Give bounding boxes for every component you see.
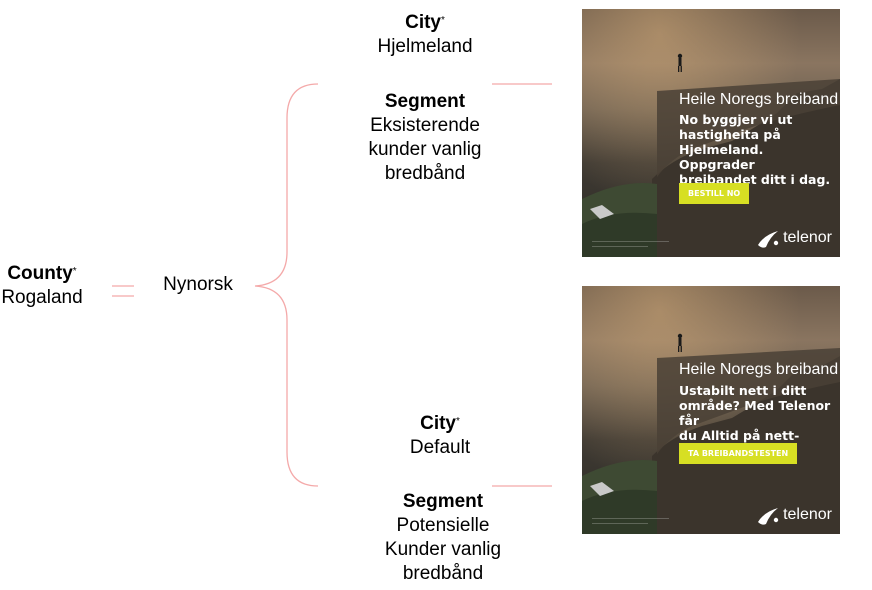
ad-banner-bottom[interactable]: Heile Noregs breiband Ustabilt nett i di… — [582, 286, 840, 534]
county-node: County* Rogaland — [0, 262, 84, 310]
language-value: Nynorsk — [163, 274, 233, 295]
ad-banner-top[interactable]: Heile Noregs breiband No byggjer vi ut h… — [582, 9, 840, 257]
telenor-propeller-icon — [758, 508, 779, 525]
ad-body-top-line-1: No byggjer vi ut — [679, 112, 793, 127]
ad-fineprint-bottom: —————————————————————————————————————— — [592, 516, 669, 525]
segment-line-top-3: bredbånd — [384, 163, 466, 184]
city-value-bottom: Default — [409, 437, 471, 458]
language-node: Nynorsk — [150, 273, 246, 297]
brand-logo-bottom: telenor — [756, 504, 832, 526]
ad-headline-bottom: Heile Noregs breiband — [679, 361, 839, 378]
ad-body-top-line-3: Hjelmeland. Oppgrader — [679, 142, 764, 172]
ad-body-top-line-2: hastigheita på — [679, 127, 781, 142]
brand-name-top: telenor — [783, 229, 832, 246]
ad-body-top: No byggjer vi ut hastigheita på Hjelmela… — [679, 112, 840, 187]
ad-body-bottom-line-2: område? Med Telenor får — [679, 398, 831, 428]
segment-node-top: Segment Eksisterende kunder vanlig bredb… — [350, 90, 500, 186]
segment-line-top-1: Eksisterende — [370, 115, 480, 136]
curly-brace — [254, 83, 319, 487]
telenor-propeller-icon — [758, 231, 779, 248]
city-label-top: City — [405, 12, 441, 33]
county-label: County — [7, 263, 73, 284]
city-required-marker-top: * — [441, 15, 445, 26]
city-required-marker-bottom: * — [456, 416, 460, 427]
ad-headline-top: Heile Noregs breiband — [679, 91, 839, 108]
segment-label-bottom: Segment — [402, 491, 484, 512]
ad-cta-button-bottom[interactable]: TA BREIBANDSTESTEN — [679, 443, 798, 464]
brand-name-bottom: telenor — [783, 506, 832, 523]
city-value-top: Hjelmeland — [377, 36, 473, 57]
cliff-landscape-image — [582, 53, 840, 257]
segment-line-top-2: kunder vanlig — [368, 139, 482, 160]
segment-line-bottom-1: Potensielle — [396, 515, 490, 536]
segment-node-bottom: Segment Potensielle Kunder vanlig bredbå… — [368, 490, 518, 586]
county-value: Rogaland — [1, 287, 83, 308]
ad-body-bottom-line-1: Ustabilt nett i ditt — [679, 383, 807, 398]
ad-fineprint-top: —————————————————————————————————————— — [592, 239, 669, 248]
segment-line-bottom-3: bredbånd — [402, 563, 484, 584]
city-label-bottom: City — [420, 413, 456, 434]
brand-logo-top: telenor — [756, 227, 832, 249]
ad-cta-button-top[interactable]: BESTILL NO — [679, 183, 750, 204]
segment-line-bottom-2: Kunder vanlig — [384, 539, 502, 560]
city-node-bottom: City* Default — [380, 412, 500, 460]
city-node-top: City* Hjelmeland — [360, 11, 490, 59]
segment-label-top: Segment — [384, 91, 466, 112]
county-required-marker: * — [72, 266, 77, 277]
